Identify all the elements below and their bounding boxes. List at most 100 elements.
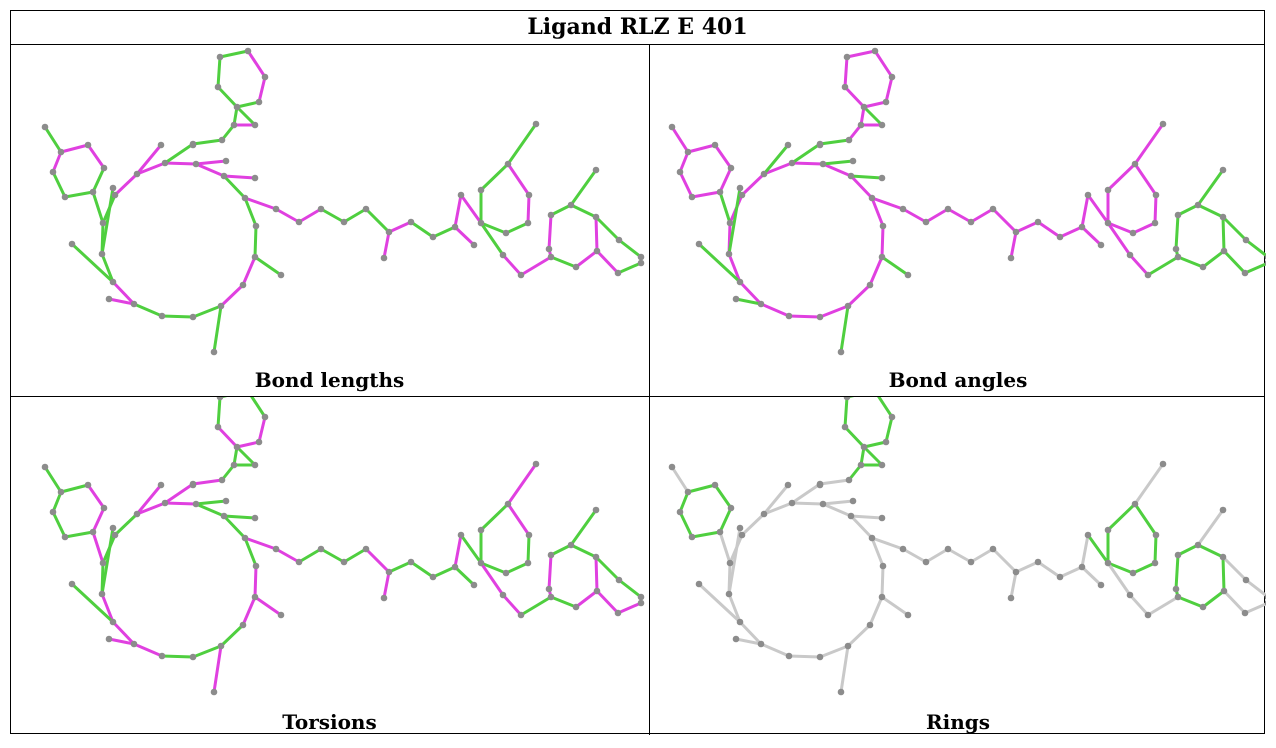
bond bbox=[870, 536, 885, 568]
atom bbox=[1104, 559, 1112, 567]
atom bbox=[216, 53, 224, 61]
atom bbox=[989, 545, 997, 553]
atom bbox=[738, 531, 746, 539]
atom bbox=[1012, 228, 1020, 236]
bond bbox=[453, 225, 476, 247]
atom bbox=[1144, 271, 1152, 279]
bond bbox=[727, 252, 742, 284]
bond bbox=[1133, 122, 1165, 166]
atom bbox=[882, 438, 890, 446]
atom bbox=[1241, 609, 1249, 617]
bond bbox=[453, 533, 463, 569]
bond bbox=[924, 547, 950, 564]
atom bbox=[847, 172, 855, 180]
bond bbox=[1014, 220, 1040, 234]
atom bbox=[1131, 500, 1139, 508]
atom bbox=[504, 160, 512, 168]
bond bbox=[843, 55, 849, 89]
bond bbox=[849, 514, 874, 540]
bond bbox=[191, 304, 223, 319]
bond bbox=[713, 143, 733, 170]
bond bbox=[163, 142, 195, 165]
atom bbox=[637, 599, 645, 607]
bond bbox=[253, 564, 258, 599]
atom bbox=[760, 510, 768, 518]
bond bbox=[818, 304, 850, 319]
atom bbox=[725, 590, 733, 598]
atom bbox=[757, 640, 765, 648]
bond bbox=[100, 592, 115, 624]
panel-torsions: Torsions bbox=[11, 397, 648, 748]
atom bbox=[860, 443, 868, 451]
bond bbox=[569, 168, 598, 207]
bond bbox=[884, 415, 894, 444]
bond bbox=[319, 207, 346, 224]
atom bbox=[214, 423, 222, 431]
atom bbox=[451, 563, 459, 571]
bond bbox=[241, 255, 257, 287]
atom bbox=[841, 423, 849, 431]
atom bbox=[1264, 594, 1266, 600]
atom bbox=[944, 545, 952, 553]
bond bbox=[727, 592, 742, 624]
bond bbox=[1244, 238, 1266, 258]
atom bbox=[130, 640, 138, 648]
bond bbox=[86, 483, 106, 510]
atom bbox=[849, 157, 857, 165]
atom bbox=[1084, 191, 1092, 199]
bond bbox=[51, 490, 63, 514]
atom bbox=[261, 413, 269, 421]
atom bbox=[841, 83, 849, 91]
bond bbox=[846, 623, 872, 648]
bond bbox=[1133, 162, 1158, 197]
atom bbox=[252, 562, 260, 570]
atom bbox=[532, 460, 540, 468]
atom bbox=[1159, 120, 1167, 128]
bond bbox=[686, 483, 717, 494]
bond bbox=[549, 543, 573, 557]
bond bbox=[107, 297, 136, 306]
atom bbox=[857, 461, 865, 469]
atom bbox=[592, 553, 600, 561]
molecule-diagram bbox=[41, 47, 645, 356]
atom bbox=[785, 312, 793, 320]
atom bbox=[1126, 591, 1134, 599]
atom bbox=[1174, 253, 1182, 261]
atom bbox=[524, 559, 532, 567]
atom bbox=[105, 295, 113, 303]
atom bbox=[109, 618, 117, 626]
panel-rings: Rings bbox=[650, 397, 1276, 748]
atom bbox=[477, 186, 485, 194]
atom bbox=[499, 251, 507, 259]
atom bbox=[385, 568, 393, 576]
atom bbox=[49, 168, 57, 176]
atom bbox=[888, 413, 896, 421]
bond bbox=[595, 589, 620, 615]
atom bbox=[241, 534, 249, 542]
atom bbox=[572, 263, 580, 271]
bond bbox=[1244, 578, 1266, 598]
atom bbox=[878, 253, 886, 261]
bond bbox=[59, 143, 90, 154]
bond bbox=[718, 166, 733, 194]
bond bbox=[219, 283, 245, 308]
bond bbox=[686, 143, 717, 154]
bond bbox=[274, 207, 301, 224]
molecule-diagram bbox=[41, 397, 645, 696]
bond bbox=[479, 561, 505, 597]
bond bbox=[1080, 193, 1090, 229]
atom bbox=[251, 253, 259, 261]
bond bbox=[1106, 221, 1132, 257]
bond bbox=[113, 512, 139, 537]
atom bbox=[1144, 611, 1152, 619]
bond bbox=[574, 249, 599, 269]
atom bbox=[525, 531, 533, 539]
bond bbox=[91, 530, 105, 565]
bond bbox=[222, 174, 247, 200]
atom bbox=[41, 123, 49, 131]
atom bbox=[592, 166, 600, 174]
atom bbox=[277, 611, 285, 619]
atom bbox=[545, 585, 553, 593]
atom bbox=[1007, 594, 1015, 602]
atom bbox=[816, 313, 824, 321]
